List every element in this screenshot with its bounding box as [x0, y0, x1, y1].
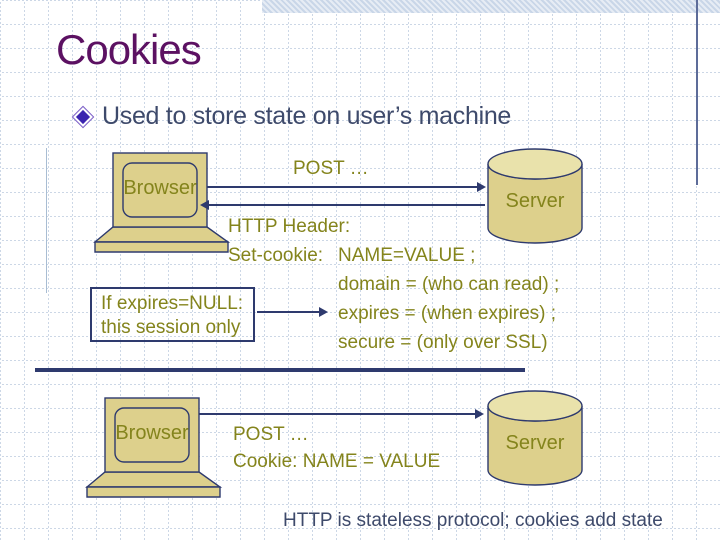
browser-node-top: Browser	[88, 150, 233, 260]
server-node-bottom: Server	[485, 388, 585, 488]
expires-note-box: If expires=NULL: this session only	[90, 287, 255, 342]
server-node-top: Server	[485, 146, 585, 246]
top-hatch-band	[262, 0, 720, 13]
note-line-1: If expires=NULL:	[101, 293, 244, 314]
response-arrow-top	[200, 200, 485, 210]
right-accent-line	[696, 0, 698, 185]
database-cylinder-icon	[487, 390, 583, 486]
request-arrow-top	[207, 182, 486, 192]
computer-icon	[93, 152, 231, 253]
left-guide-line	[46, 148, 47, 293]
cookie-attr-expires: expires = (when expires) ;	[338, 303, 557, 324]
bullet-item: Used to store state on user’s machine	[71, 102, 512, 131]
diamond-bullet-icon	[71, 105, 95, 128]
database-cylinder-icon	[487, 148, 583, 244]
cookie-label-bottom: Cookie: NAME = VALUE	[233, 451, 441, 472]
request-arrow-bottom	[199, 409, 484, 419]
set-cookie-line: Set-cookie: NAME=VALUE ;	[228, 245, 475, 267]
bullet-text: Used to store state on user’s machine	[102, 102, 512, 130]
server-label: Server	[505, 190, 565, 212]
page-title: Cookies	[56, 26, 202, 73]
note-arrow	[257, 307, 328, 317]
http-header-line: HTTP Header:	[228, 216, 351, 237]
post-label-bottom: POST …	[233, 424, 309, 445]
computer-icon	[85, 397, 223, 498]
server-label: Server	[505, 432, 565, 454]
browser-label: Browser	[123, 177, 197, 199]
browser-node-bottom: Browser	[80, 395, 225, 505]
browser-label: Browser	[115, 422, 189, 444]
set-cookie-value: NAME=VALUE ;	[338, 245, 476, 266]
set-cookie-key: Set-cookie:	[228, 245, 324, 266]
section-divider	[35, 368, 525, 372]
note-line-2: this session only	[101, 317, 241, 338]
footer-note: HTTP is stateless protocol; cookies add …	[283, 510, 663, 531]
post-label-top: POST …	[293, 158, 369, 179]
cookie-attr-domain: domain = (who can read) ;	[338, 274, 560, 295]
cookie-attr-secure: secure = (only over SSL)	[338, 332, 548, 353]
